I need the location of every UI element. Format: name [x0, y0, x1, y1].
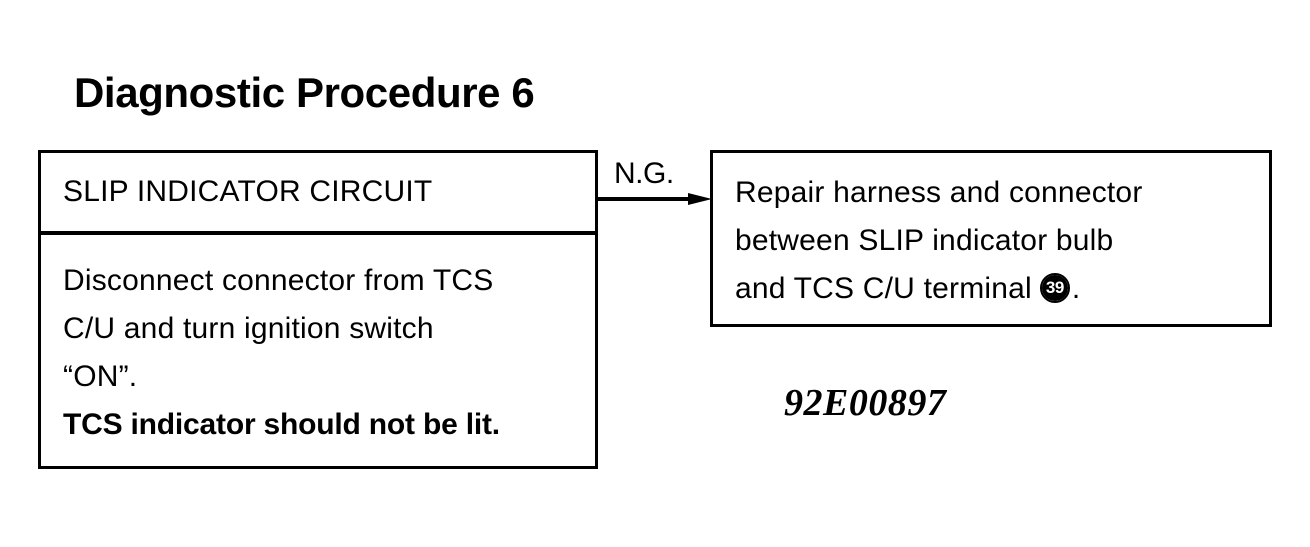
check-step-emphasis-line: TCS indicator should not be lit. — [63, 408, 500, 441]
check-step-body-line-1: Disconnect connector from TCS — [63, 264, 494, 297]
connector-arrow-icon — [598, 193, 712, 205]
repair-action-body: Repair harness and connector between SLI… — [713, 153, 1269, 324]
check-step-header: SLIP INDICATOR CIRCUIT — [41, 153, 595, 235]
repair-action-line-2: between SLIP indicator bulb — [735, 224, 1114, 257]
check-step-header-label: SLIP INDICATOR CIRCUIT — [63, 175, 433, 208]
repair-action-line-3-prefix: and TCS C/U terminal — [735, 272, 1032, 305]
repair-action-line-3-suffix: . — [1071, 272, 1081, 305]
check-step-body-line-3: “ON”. — [63, 360, 138, 393]
connector-label-ng: N.G. — [614, 157, 674, 190]
repair-action-line-1: Repair harness and connector — [735, 176, 1143, 209]
check-step-body: Disconnect connector from TCS C/U and tu… — [41, 235, 595, 466]
check-step-body-line-2: C/U and turn ignition switch — [63, 312, 434, 345]
figure-code-caption: 92E00897 — [784, 382, 947, 424]
flow-node-repair-action: Repair harness and connector between SLI… — [710, 150, 1272, 327]
badge-ring — [1039, 273, 1070, 303]
badge-number: 39 — [1041, 275, 1068, 301]
page-title: Diagnostic Procedure 6 — [74, 69, 535, 116]
arrow-head — [688, 193, 712, 205]
arrow-shaft — [598, 197, 690, 201]
flow-node-check-step: SLIP INDICATOR CIRCUIT Disconnect connec… — [38, 150, 598, 469]
repair-action-line-3: and TCS C/U terminal 39. — [735, 265, 1251, 313]
terminal-number-badge-icon: 39 — [1039, 273, 1070, 303]
